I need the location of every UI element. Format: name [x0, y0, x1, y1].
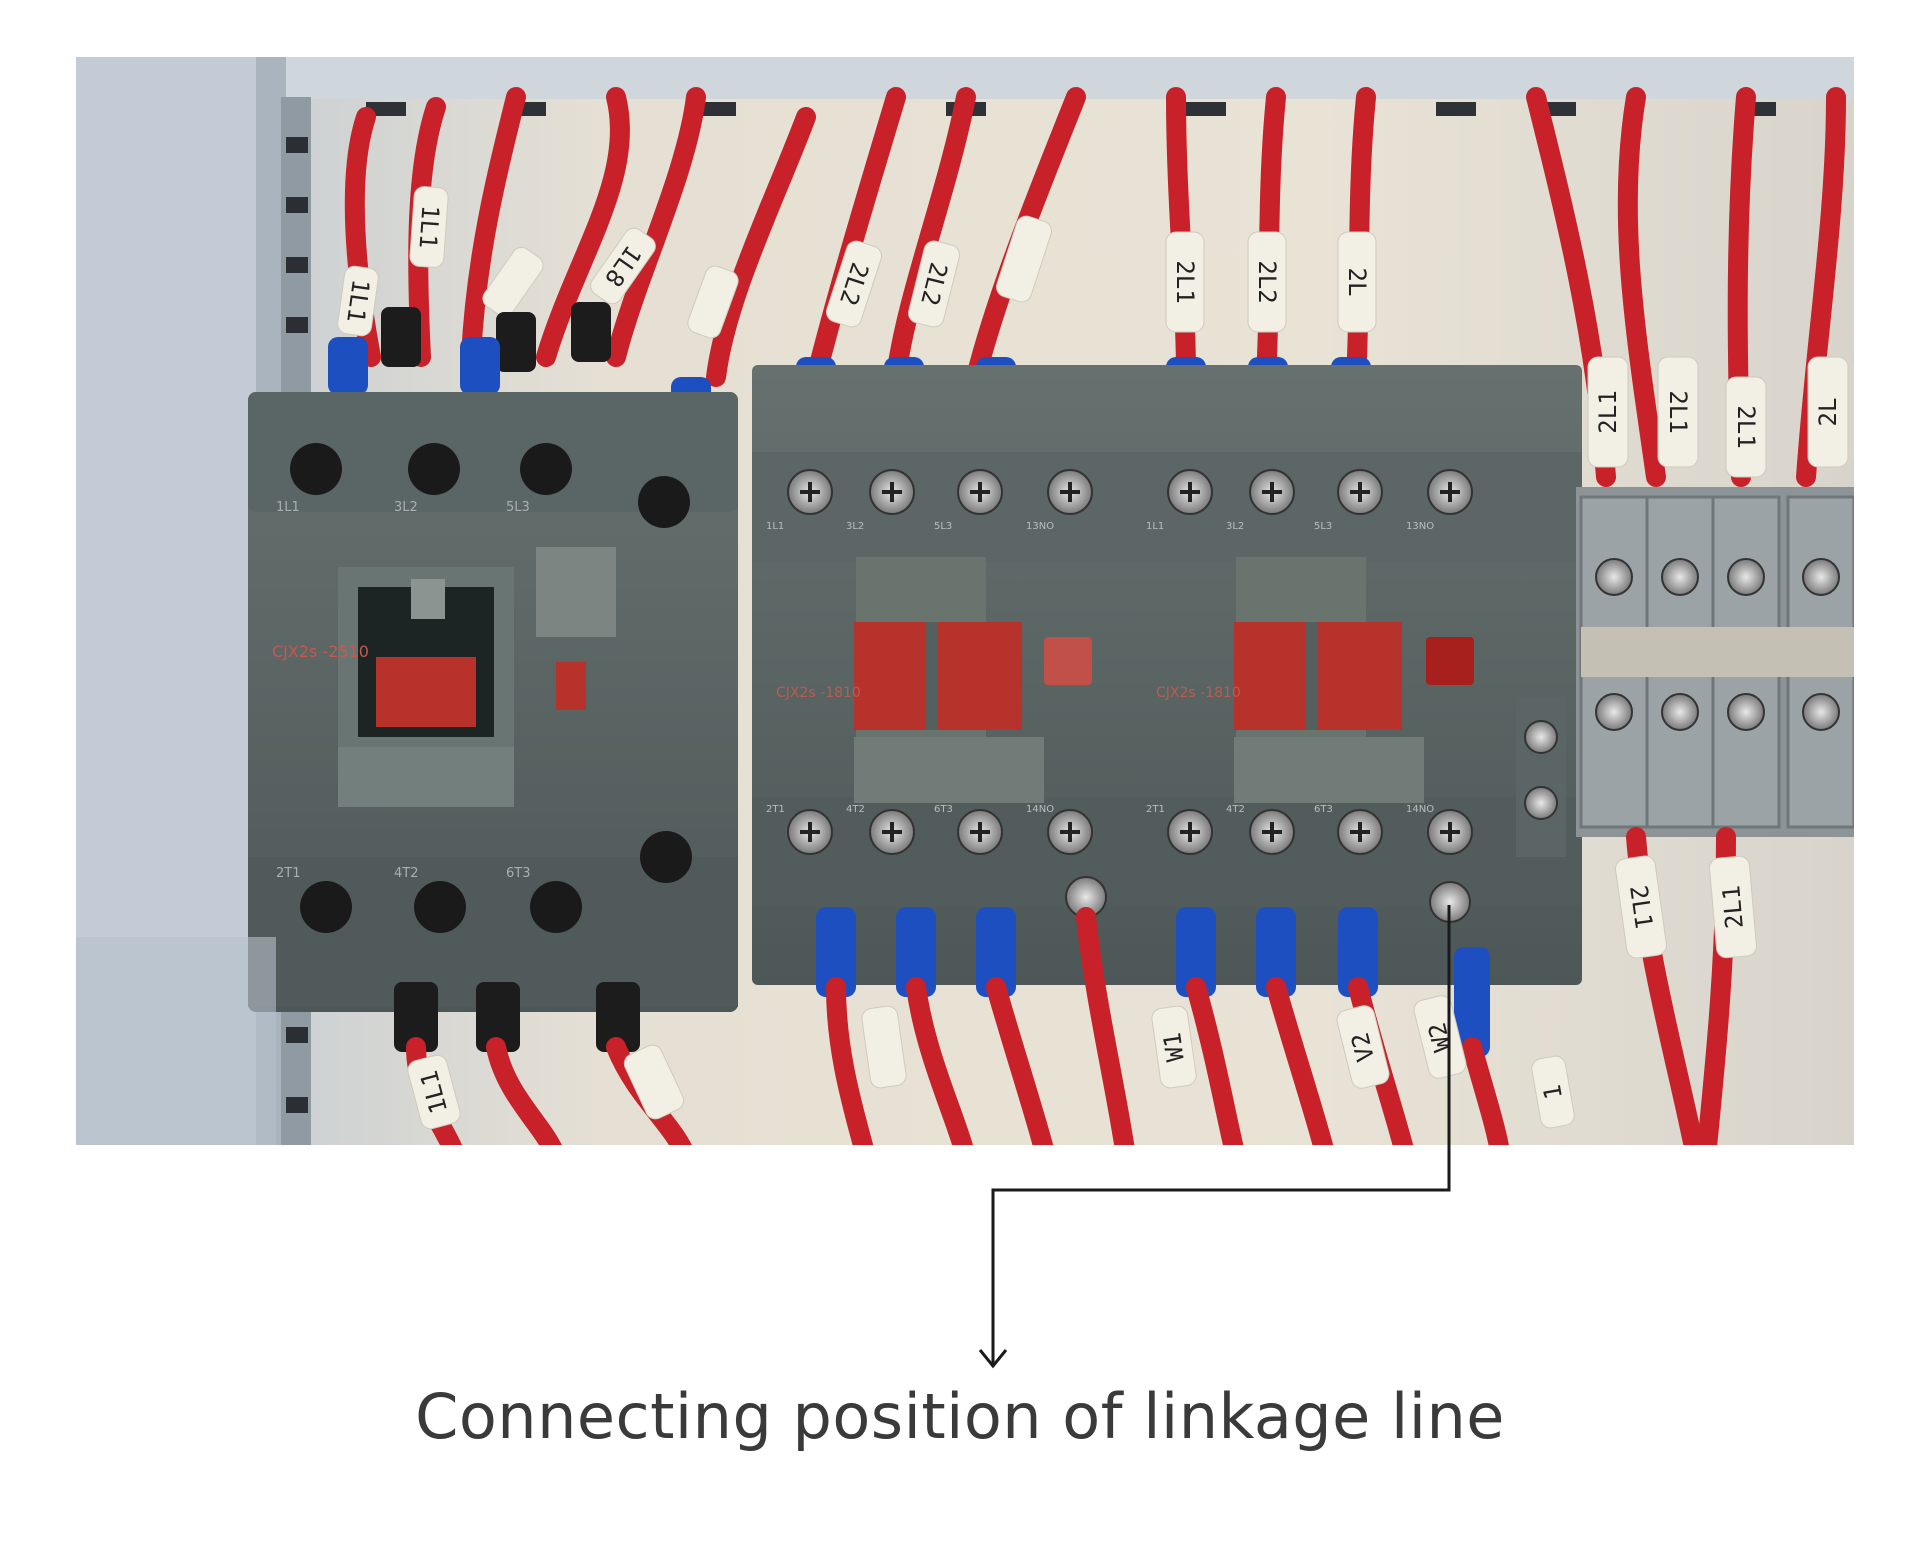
terminal-label: 4T2	[1226, 804, 1245, 815]
wire-label: 1L1	[341, 278, 375, 325]
wire-label: 2L1	[1717, 884, 1749, 930]
terminal-label: 6T3	[1314, 804, 1333, 815]
terminal-label: 2T1	[276, 866, 300, 881]
terminal-blocks	[1576, 487, 1854, 837]
terminal-label: 3L2	[394, 500, 418, 515]
terminal-label: 13NO	[1406, 521, 1434, 532]
terminal-label: 1L1	[1146, 521, 1164, 532]
caption: Connecting position of linkage line	[415, 1380, 1505, 1453]
wire-label: 1L1	[414, 204, 445, 249]
contactor-model: CJX2s -1810	[1156, 685, 1241, 701]
terminal-label: 6T3	[934, 804, 953, 815]
wire-label: 2L	[1343, 268, 1371, 297]
contactor-small-1: 1L1 3L2 5L3 13NO 2T1 4T2 6T3 14NO CJX2s …	[752, 365, 1202, 985]
wire-label: 2L1	[1171, 260, 1199, 303]
terminal-label: 1L1	[276, 500, 300, 515]
terminal-label: 4T2	[394, 866, 418, 881]
contactor-small-2: 1L1 3L2 5L3 13NO 2T1 4T2 6T3 14NO CJX2s …	[1132, 365, 1582, 985]
wire-label: 2L2	[1253, 260, 1281, 303]
terminal-label: 4T2	[846, 804, 865, 815]
wire-label: 2L	[1814, 398, 1842, 427]
wire-label: 2L1	[1594, 390, 1622, 433]
terminal-label: 13NO	[1026, 521, 1054, 532]
wire-label: 2L1	[1624, 884, 1658, 931]
photo: 1L1 1L1 1L8 2L2 2L2 2L1 2L2 2L 2L1 2L1 2…	[76, 57, 1854, 1145]
arrow-head-icon	[978, 1349, 1008, 1369]
wire-label: 2L1	[1732, 405, 1760, 448]
terminal-label: 14NO	[1026, 804, 1054, 815]
wire-label: 1	[1538, 1082, 1568, 1101]
terminal-label: 5L3	[506, 500, 530, 515]
wire-label: 2L1	[1664, 390, 1692, 433]
terminal-label: 3L2	[846, 521, 864, 532]
terminal-label: 2T1	[766, 804, 785, 815]
terminal-label: 5L3	[934, 521, 952, 532]
terminal-label: 6T3	[506, 866, 530, 881]
terminal-label: 3L2	[1226, 521, 1244, 532]
contactor-large: 1L1 3L2 5L3 2T1 4T2 6T3 CJX2s -2510	[248, 392, 738, 1012]
contactor-model: CJX2s -2510	[272, 642, 369, 661]
top-duct	[256, 57, 1854, 99]
terminal-label: 14NO	[1406, 804, 1434, 815]
terminal-label: 5L3	[1314, 521, 1332, 532]
upper-wire-sleeves	[337, 186, 1849, 478]
wire-label: W1	[1158, 1031, 1190, 1064]
terminal-label: 1L1	[766, 521, 784, 532]
contactor-model: CJX2s -1810	[776, 685, 861, 701]
terminal-label: 2T1	[1146, 804, 1165, 815]
